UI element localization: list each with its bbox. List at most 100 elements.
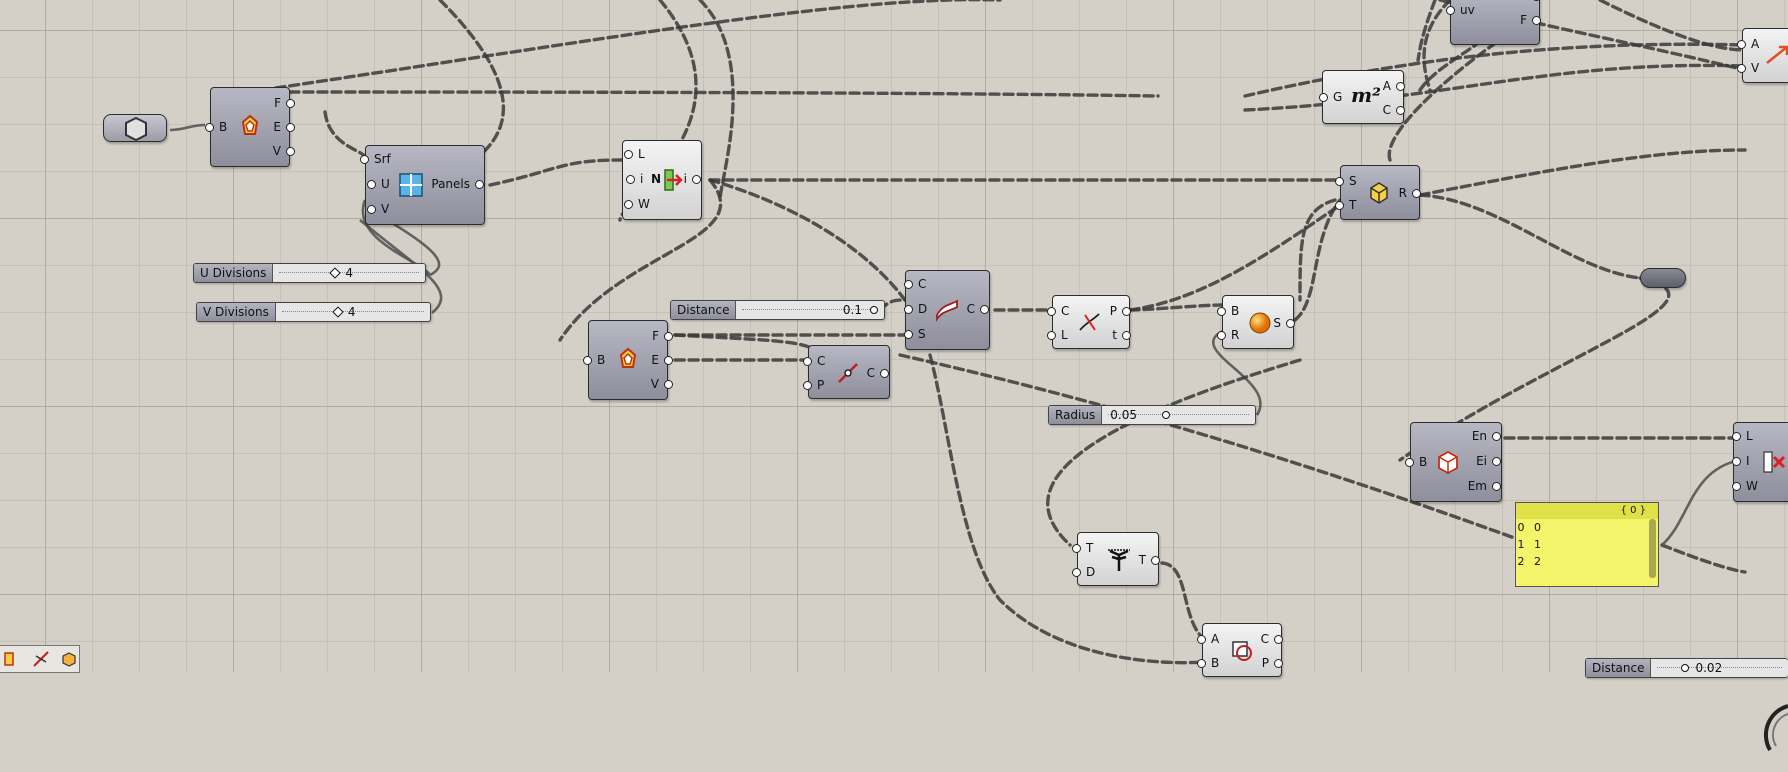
vector-component[interactable]: A V (1736, 28, 1788, 83)
u-divisions-slider[interactable]: U Divisions 4 (193, 263, 426, 283)
panel-scrollbar[interactable] (1649, 519, 1656, 578)
slider-knob[interactable] (329, 267, 342, 279)
port-c[interactable]: C (1046, 304, 1070, 318)
cull-index-component[interactable]: L I W (1732, 422, 1788, 502)
port-w[interactable]: W (1732, 479, 1758, 493)
port-f[interactable]: F (1520, 13, 1541, 27)
panels-grid-icon (399, 173, 423, 197)
port-b[interactable]: B (1404, 455, 1428, 469)
port-p[interactable]: P (802, 378, 825, 392)
navigation-ring-icon[interactable] (1750, 700, 1788, 760)
slider-knob[interactable] (870, 306, 878, 314)
port-e[interactable]: E (273, 120, 294, 134)
slider-knob[interactable] (1681, 664, 1690, 672)
port-c[interactable]: C (1382, 103, 1407, 117)
port-p[interactable]: P (1109, 304, 1132, 318)
slider-track[interactable]: 0.05 (1102, 406, 1255, 424)
port-c-out[interactable]: C (866, 366, 891, 380)
port-l[interactable]: L (1047, 328, 1068, 342)
port-d[interactable]: D (903, 302, 928, 316)
port-t[interactable]: t (1112, 328, 1130, 342)
port-c-out[interactable]: C (966, 302, 991, 316)
port-em[interactable]: Em (1467, 479, 1502, 493)
brep-tool-icon[interactable] (3, 649, 23, 669)
cull-icon (1763, 451, 1786, 473)
box-tool-icon[interactable] (59, 649, 79, 669)
slider-track[interactable]: 0.02 (1651, 659, 1788, 677)
port-c[interactable]: C (1260, 632, 1285, 646)
region-component[interactable]: A B C P (1196, 623, 1285, 677)
port-uv[interactable]: uv (1446, 3, 1475, 17)
port-i-out[interactable]: i (683, 172, 703, 186)
port-a[interactable]: A (1736, 37, 1760, 51)
slider-label: Distance (1586, 659, 1652, 677)
tree-component[interactable]: T D T (1071, 532, 1162, 586)
port-en[interactable]: En (1471, 429, 1502, 443)
distance-slider-1[interactable]: Distance 0.1 (670, 300, 885, 320)
port-b[interactable]: B (1216, 304, 1240, 318)
slider-track[interactable]: 4 (273, 264, 425, 282)
sphere-component[interactable]: B R S (1216, 295, 1294, 349)
port-s[interactable]: S (1273, 316, 1294, 330)
port-t-out[interactable]: T (1138, 553, 1162, 567)
port-v[interactable]: V (650, 377, 674, 391)
list-item-component[interactable]: L i W N i (622, 140, 703, 220)
panels-component[interactable]: Srf U V Panels (360, 145, 485, 225)
port-i[interactable]: i (624, 172, 644, 186)
port-t[interactable]: T (1334, 198, 1357, 212)
slider-track[interactable]: 0.1 (736, 301, 884, 319)
port-f[interactable]: F (274, 96, 295, 110)
distance-slider-2[interactable]: Distance 0.02 (1585, 658, 1788, 678)
radius-slider[interactable]: Radius 0.05 (1048, 405, 1256, 425)
deconstruct-brep-1[interactable]: B F E V (204, 87, 296, 167)
port-b[interactable]: B (1196, 656, 1220, 670)
port-t[interactable]: T (1071, 541, 1094, 555)
relay-node[interactable] (1640, 268, 1686, 288)
port-e[interactable]: E (651, 353, 672, 367)
port-srf[interactable]: Srf (360, 152, 391, 166)
port-f[interactable]: F (652, 329, 673, 343)
port-a[interactable]: A (1382, 79, 1406, 93)
evaluate-surface-component[interactable]: uv V F (1446, 0, 1542, 45)
slider-knob[interactable] (332, 306, 344, 318)
port-b[interactable]: B (582, 353, 606, 367)
pull-point-component[interactable]: C P C (802, 345, 891, 399)
offset-surface-component[interactable]: C D S C (903, 270, 991, 350)
slider-track[interactable]: 4 (276, 303, 430, 321)
v-divisions-slider[interactable]: V Divisions 4 (196, 302, 431, 322)
port-r[interactable]: R (1216, 328, 1240, 342)
port-w[interactable]: W (624, 197, 650, 211)
deconstruct-box-component[interactable]: B En Ei Em (1404, 422, 1502, 502)
port-v[interactable]: V (272, 144, 296, 158)
solid-transform-component[interactable]: S T R (1334, 165, 1422, 220)
deconstruct-brep-2[interactable]: B F E V (582, 320, 674, 400)
slider-knob[interactable] (1162, 411, 1171, 419)
area-component[interactable]: G m² A C (1318, 70, 1407, 124)
port-c[interactable]: C (802, 354, 826, 368)
port-b[interactable]: B (204, 120, 228, 134)
port-s[interactable]: S (1335, 174, 1357, 188)
port-g[interactable]: G (1318, 90, 1343, 104)
port-v[interactable]: V (1519, 0, 1542, 3)
yellow-panel[interactable]: { 0 } 0 0 1 1 2 2 (1515, 502, 1659, 587)
port-p[interactable]: P (1261, 656, 1284, 670)
port-r[interactable]: R (1398, 186, 1422, 200)
port-d[interactable]: D (1071, 565, 1096, 579)
port-v[interactable]: V (1736, 61, 1760, 75)
pull-curve-icon (838, 363, 858, 383)
port-l[interactable]: L (624, 147, 645, 161)
curve-tool-icon[interactable] (31, 649, 51, 669)
curve-evaluate-component[interactable]: C L P t (1046, 295, 1132, 349)
port-c[interactable]: C (903, 277, 927, 291)
port-ei[interactable]: Ei (1476, 454, 1501, 468)
row-index: 0 (1517, 521, 1525, 534)
port-u[interactable]: U (367, 177, 390, 191)
port-s[interactable]: S (904, 327, 926, 341)
port-l[interactable]: L (1732, 429, 1753, 443)
brep-param[interactable] (103, 114, 167, 142)
port-i[interactable]: I (1733, 454, 1750, 468)
slider-value: 0.1 (842, 303, 862, 317)
port-panels[interactable]: Panels (431, 177, 484, 191)
port-v[interactable]: V (366, 202, 390, 216)
port-a[interactable]: A (1196, 632, 1220, 646)
